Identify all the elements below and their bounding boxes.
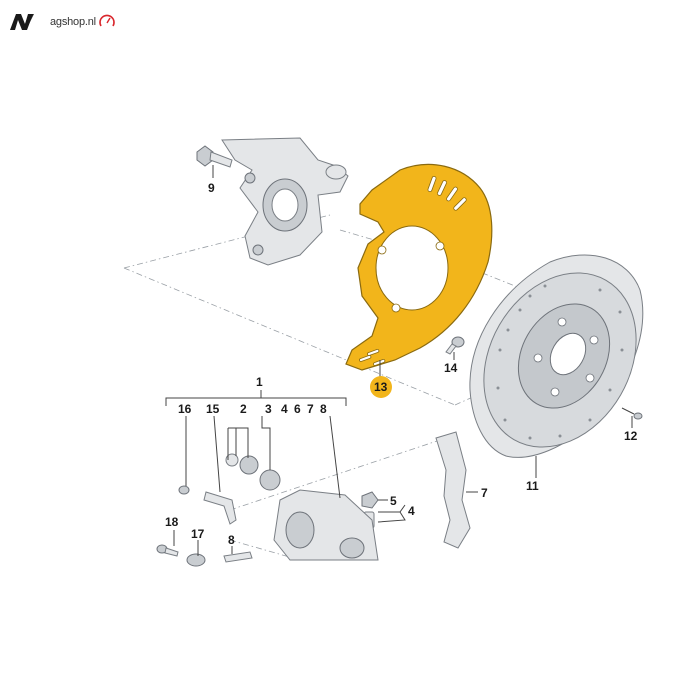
label-6-top: 6 <box>294 402 301 416</box>
label-14: 14 <box>444 361 458 375</box>
label-5: 5 <box>390 494 397 508</box>
speedometer-icon <box>99 14 115 27</box>
label-8-top: 8 <box>320 402 327 416</box>
label-7: 7 <box>481 486 488 500</box>
label-1: 1 <box>256 375 263 389</box>
logo-n-icon <box>10 14 34 30</box>
label-16: 16 <box>178 402 192 416</box>
label-7-top: 7 <box>307 402 314 416</box>
label-4-top: 4 <box>281 402 288 416</box>
label-2: 2 <box>240 402 247 416</box>
bolt-8-lower <box>223 551 253 563</box>
bolt-9 <box>196 145 233 168</box>
clip-bracket-15 <box>203 491 237 525</box>
part-labels: 9 14 11 12 7 5 4 1 16 15 2 3 4 6 7 8 18 … <box>165 181 638 547</box>
label-13: 13 <box>374 380 388 394</box>
bush-3 <box>259 469 281 491</box>
caliper-housing-8 <box>273 489 379 561</box>
steering-knuckle <box>221 137 349 266</box>
label-4: 4 <box>408 504 415 518</box>
label-8: 8 <box>228 533 235 547</box>
label-18: 18 <box>165 515 179 529</box>
label-15: 15 <box>206 402 220 416</box>
label-17: 17 <box>191 527 205 541</box>
bleed-valve-5 <box>361 491 379 509</box>
brake-disc-11 <box>469 254 644 458</box>
site-logo[interactable]: agshop.nl <box>8 10 116 34</box>
bolt-14 <box>445 336 465 355</box>
screw-12 <box>621 407 643 420</box>
brake-dust-shield-13 <box>345 163 493 371</box>
caliper-bracket-7 <box>435 431 471 549</box>
label-11: 11 <box>526 479 539 493</box>
guide-sleeve-2 <box>225 453 259 475</box>
label-13-highlight[interactable]: 13 <box>370 376 392 398</box>
label-3: 3 <box>265 402 272 416</box>
bolt-18 <box>156 544 179 557</box>
bolt-16 <box>178 485 190 495</box>
label-12: 12 <box>624 429 638 443</box>
leader-lines <box>165 165 633 556</box>
logo-text: agshop.nl <box>50 16 96 28</box>
label-9: 9 <box>208 181 215 195</box>
part-17 <box>186 553 206 567</box>
